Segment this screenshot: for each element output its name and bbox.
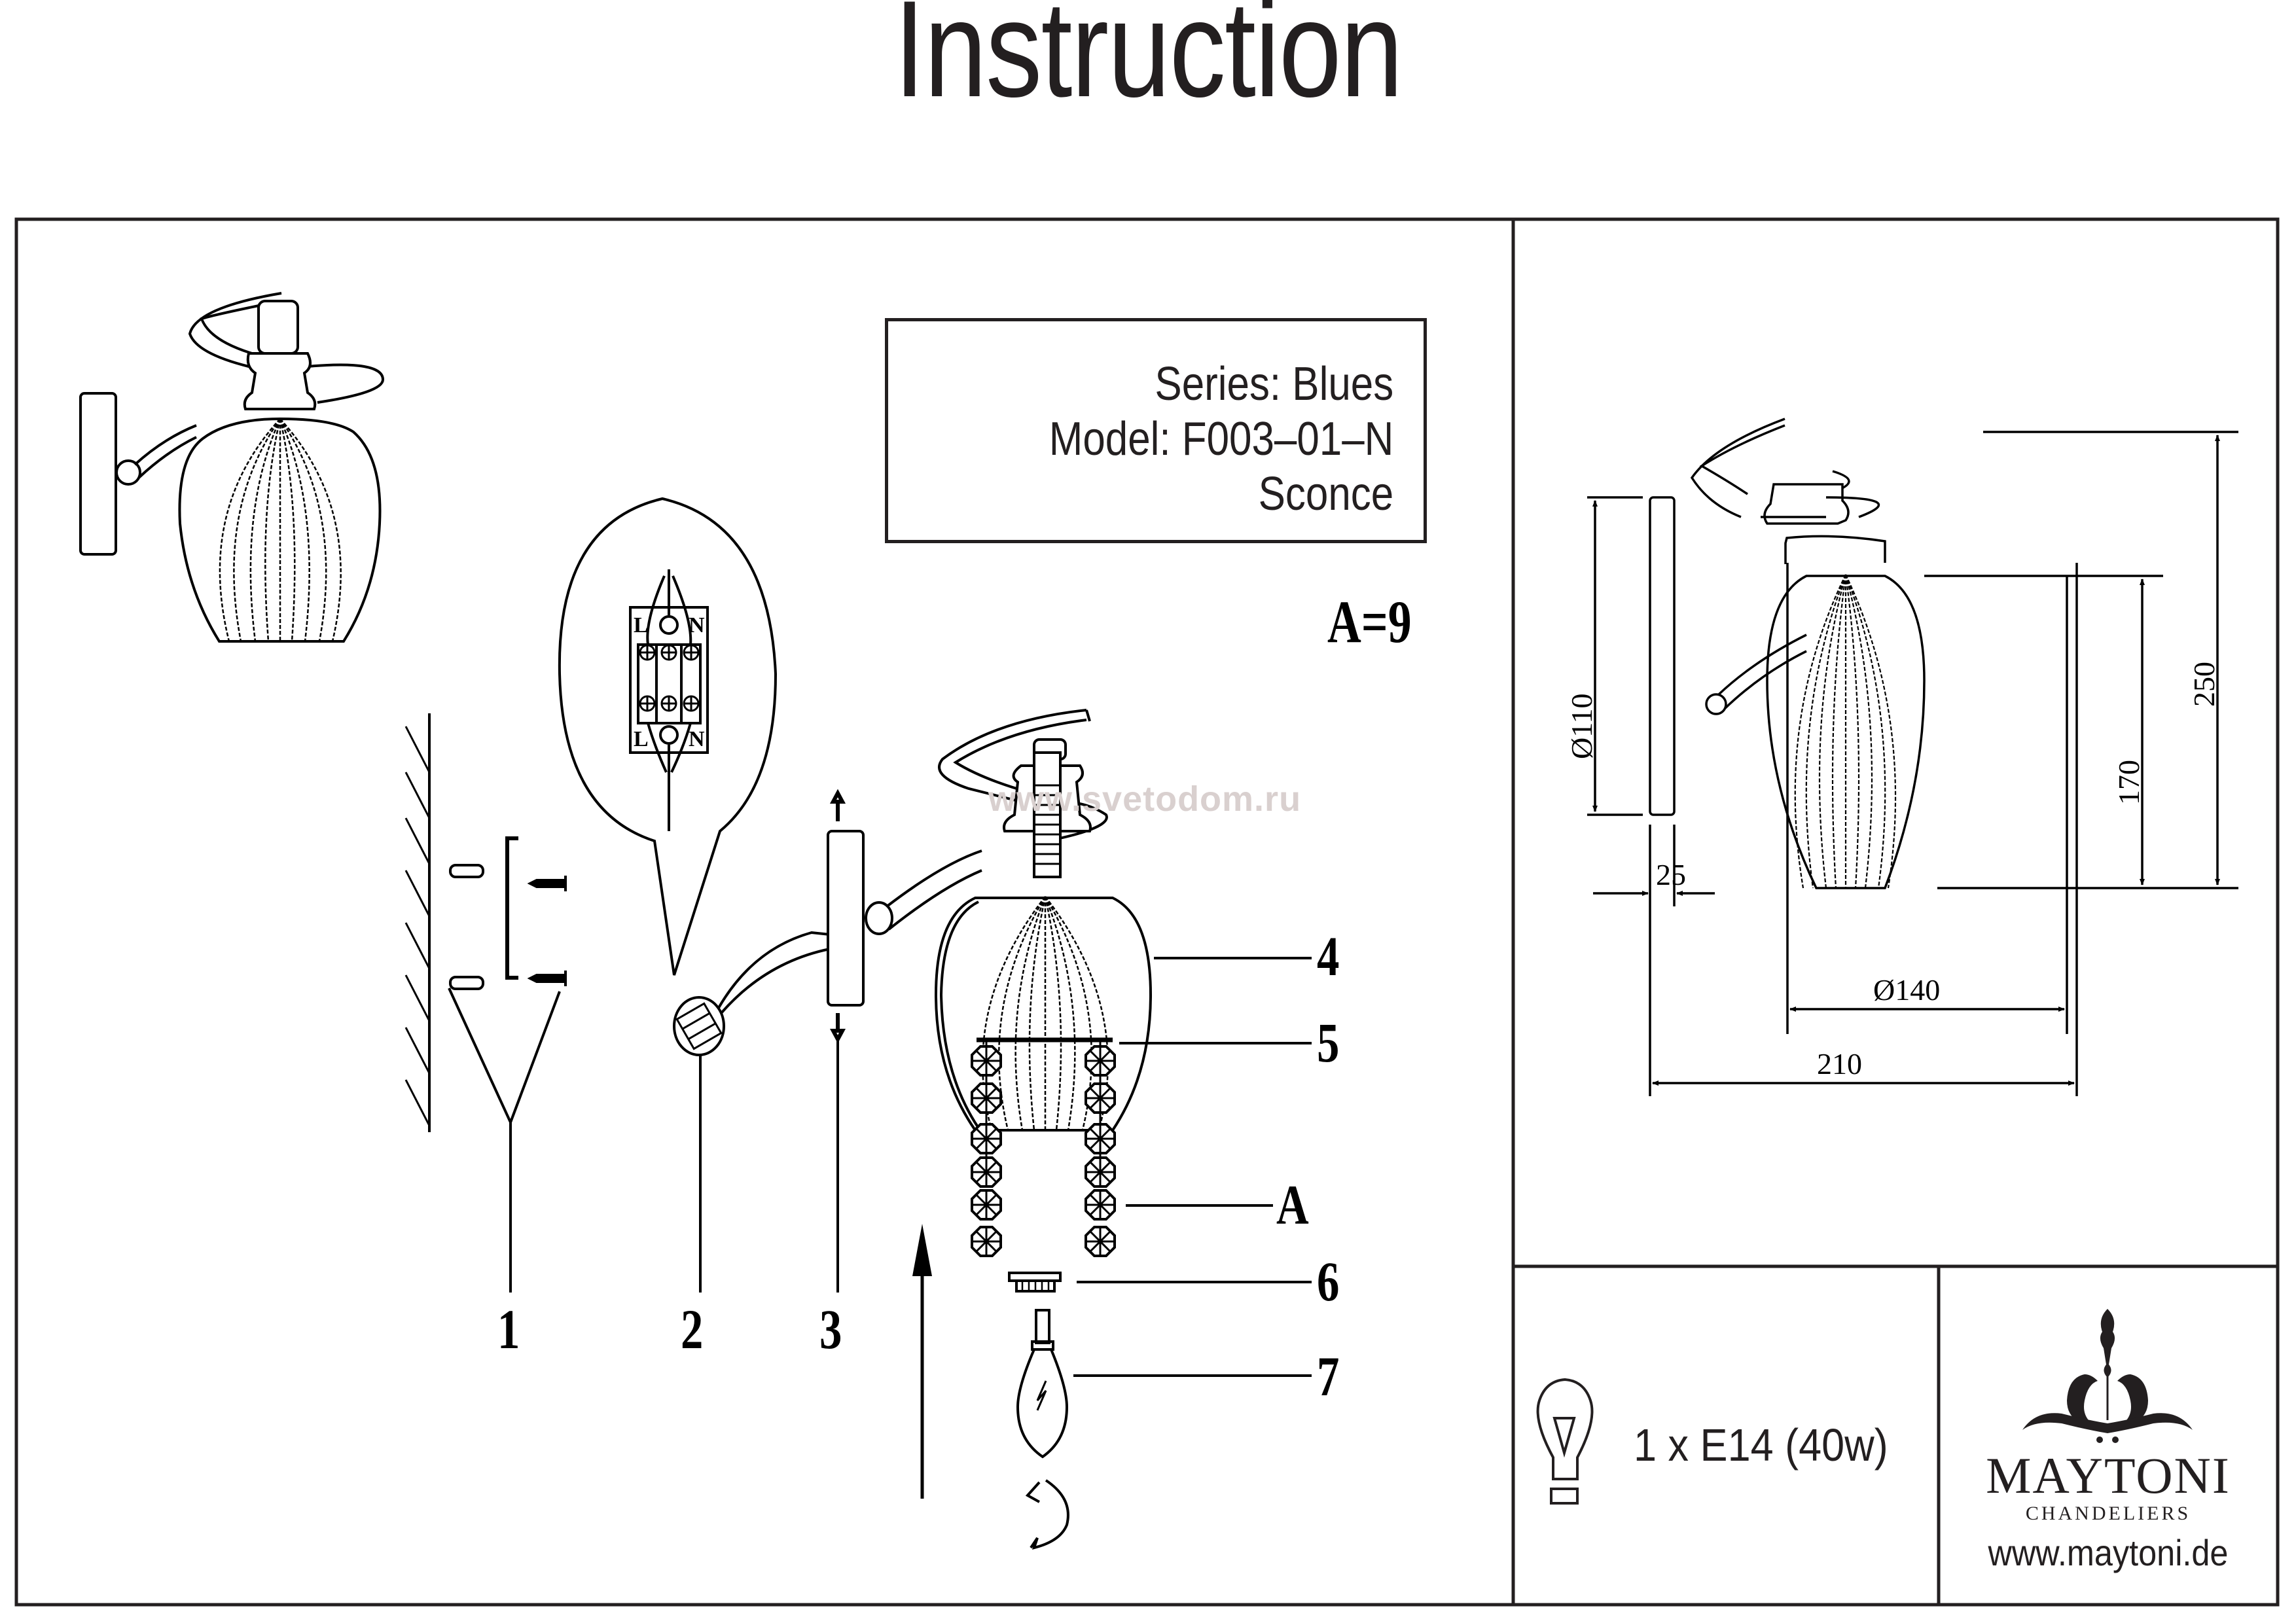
series-label: Series: Blues <box>1155 358 1393 410</box>
brand-subtitle: CHANDELIERS <box>2025 1503 2191 1524</box>
svg-text:L: L <box>634 613 649 637</box>
dim-total-height: 250 <box>2187 662 2221 707</box>
dimension-drawing <box>1587 418 2238 1096</box>
sconce-preview-illustration <box>79 292 385 643</box>
svg-text:N: N <box>689 613 705 637</box>
part-label-4: 4 <box>1317 925 1340 988</box>
terminal-labels: L N L N <box>634 613 705 751</box>
model-label: Model: F003–01–N <box>1049 413 1393 465</box>
lock-ring-part-6 <box>1008 1272 1062 1293</box>
product-info-box: Series: Blues Model: F003–01–N Sconce <box>885 318 1427 543</box>
svg-text:N: N <box>689 727 705 751</box>
dim-shade-height: 170 <box>2112 760 2145 805</box>
part-label-5: 5 <box>1317 1011 1340 1074</box>
wiring-detail-balloon <box>558 497 831 1293</box>
page-frame <box>14 217 2280 1607</box>
insert-up-arrow-icon <box>912 1224 932 1499</box>
part-label-2: 2 <box>681 1298 704 1361</box>
page-title: Instruction <box>893 0 1403 126</box>
rotate-arrow-icon <box>1025 1479 1069 1550</box>
dimension-labels: Ø110 25 170 250 Ø140 210 <box>1565 662 2221 1080</box>
arm-and-holder-illustration <box>938 709 1108 878</box>
glass-shade-part-4 <box>934 896 1153 1132</box>
dim-shade-diameter: Ø140 <box>1873 973 1940 1007</box>
brand-name: MAYTONI <box>1986 1447 2231 1504</box>
backplate-part-3 <box>827 789 982 1293</box>
svg-text:L: L <box>634 727 649 751</box>
part-leader-lines <box>1073 957 1312 1377</box>
candle-bulb-part-7 <box>1016 1309 1069 1459</box>
dim-backplate-depth: 25 <box>1656 858 1686 891</box>
watermark: www.svetodom.ru <box>988 779 1302 819</box>
part-label-a: A <box>1276 1173 1309 1236</box>
light-bulb-icon <box>1536 1378 1594 1505</box>
part-label-7: 7 <box>1317 1345 1340 1408</box>
crystal-pendants-a <box>971 1045 1116 1257</box>
crystal-quantity-note: A=9 <box>1327 588 1412 655</box>
part-label-3: 3 <box>819 1298 842 1361</box>
product-type-label: Sconce <box>1258 468 1393 520</box>
part-label-6: 6 <box>1317 1250 1340 1313</box>
dim-total-projection: 210 <box>1817 1047 1862 1080</box>
part-label-1: 1 <box>497 1298 520 1361</box>
dim-backplate-diameter: Ø110 <box>1565 693 1598 759</box>
bulb-spec: 1 x E14 (40w) <box>1634 1419 1888 1471</box>
wall-anchors-part-1 <box>404 713 567 1293</box>
ornament-logo-icon <box>2022 1309 2193 1443</box>
brand-url[interactable]: www.maytoni.de <box>1988 1532 2229 1573</box>
